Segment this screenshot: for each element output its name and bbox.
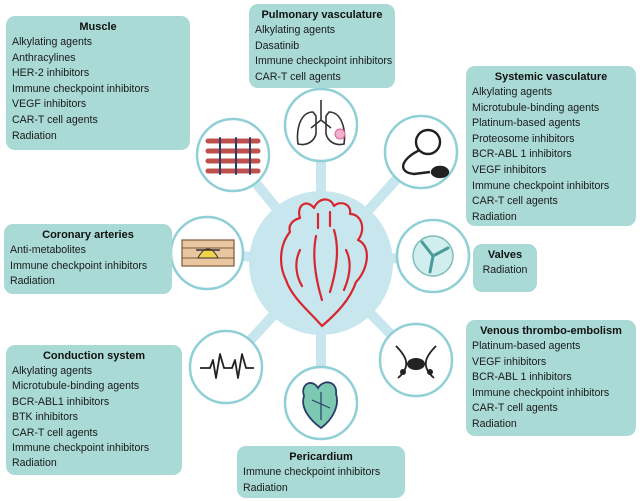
drug-item: BTK inhibitors (12, 411, 78, 424)
drug-list: Alkylating agents Dasatinib Immune check… (255, 23, 393, 85)
drug-item: Radiation (12, 129, 57, 142)
drug-item: Radiation (472, 417, 517, 430)
heart-icon (280, 198, 368, 328)
drug-item: BCR-ABL 1 inhibitors (472, 371, 572, 384)
systemic-vasculature-box: Systemic vasculature Alkylating agents M… (466, 66, 636, 226)
icon-systemic-node (383, 114, 459, 190)
muscle-fibers-icon (205, 137, 261, 175)
icon-coronary-node (169, 215, 245, 291)
drug-item: CAR-T cell agents (472, 402, 558, 415)
drug-item: Immune checkpoint inhibitors (243, 466, 381, 478)
drug-item: Platinum-based agents (472, 340, 581, 352)
drug-item: Radiation (482, 264, 528, 276)
ecg-waveform-icon (200, 353, 254, 379)
drug-item: VEGF inhibitors (12, 98, 87, 111)
category-title: Valves (487, 249, 523, 261)
drug-item: Anti-metabolites (10, 244, 86, 256)
drug-item: CAR-T cell agents (12, 113, 98, 126)
drug-item: Alkylating agents (12, 36, 93, 48)
blood-pressure-cuff-icon (402, 128, 450, 179)
drug-item: Immune checkpoint inhibitors (472, 179, 610, 192)
drug-item: VEGF inhibitors (472, 355, 547, 368)
drug-item: BCR-ABL1 inhibitors (12, 395, 110, 408)
drug-item: Alkylating agents (12, 365, 93, 377)
drug-list: Radiation (479, 263, 531, 279)
drug-item: Radiation (472, 210, 517, 223)
drug-item: Immune checkpoint inhibitors (472, 386, 610, 399)
thrombus-icon (395, 345, 437, 379)
category-title: Systemic vasculature (494, 71, 608, 83)
drug-item: VEGF inhibitors (472, 163, 547, 176)
drug-list: Anti-metabolites Immune checkpoint inhib… (10, 243, 166, 290)
drug-item: Radiation (10, 275, 55, 288)
icon-pulmonary-node (283, 87, 359, 163)
drug-item: HER-2 inhibitors (12, 67, 90, 80)
pulmonary-marker-icon (334, 128, 346, 140)
drug-item: Immune checkpoint inhibitors (12, 82, 150, 95)
drug-item: Proteosome inhibitors (472, 132, 575, 145)
venous-thromboembolism-box: Venous thrombo-embolism Platinum-based a… (466, 320, 636, 436)
category-title: Conduction system (42, 350, 146, 362)
icon-valves-node (395, 218, 471, 294)
drug-item: Microtubule-binding agents (12, 380, 140, 393)
icon-conduction-node (188, 329, 264, 405)
drug-list: Alkylating agents Anthracylines HER-2 in… (12, 35, 184, 144)
drug-list: Alkylating agents Microtubule-binding ag… (472, 85, 630, 225)
category-title: Pulmonary vasculature (261, 9, 383, 21)
category-title: Coronary arteries (42, 229, 134, 241)
category-title: Venous thrombo-embolism (480, 325, 622, 337)
drug-item: Anthracylines (12, 51, 76, 64)
drug-item: Microtubule-binding agents (472, 101, 600, 114)
drug-item: Dasatinib (255, 39, 300, 52)
drug-item: Radiation (243, 481, 288, 494)
drug-item: CAR-T cell agents (12, 426, 98, 439)
category-title: Muscle (79, 21, 117, 33)
drug-list: Alkylating agents Microtubule-binding ag… (12, 364, 176, 472)
drug-list: Immune checkpoint inhibitors Radiation (243, 465, 399, 496)
drug-list: Platinum-based agents VEGF inhibitors BC… (472, 339, 630, 433)
valve-icon (412, 235, 454, 277)
drug-item: Alkylating agents (472, 86, 553, 98)
drug-item: CAR-T cell agents (472, 195, 558, 208)
drug-item: BCR-ABL 1 inhibitors (472, 148, 572, 161)
drug-item: Alkylating agents (255, 24, 336, 36)
muscle-box: Muscle Alkylating agents Anthracylines H… (6, 16, 190, 150)
icon-pericardium-node (283, 365, 359, 441)
valves-box: Valves Radiation (473, 244, 537, 292)
pericardium-icon (302, 381, 338, 430)
center-circle (249, 191, 393, 335)
drug-item: Immune checkpoint inhibitors (12, 442, 150, 455)
conduction-system-box: Conduction system Alkylating agents Micr… (6, 345, 182, 475)
icon-vte-node (378, 322, 454, 398)
drug-item: Radiation (12, 457, 57, 470)
lungs-icon (296, 100, 346, 146)
category-title: Pericardium (289, 451, 353, 463)
icon-muscle-node (195, 117, 271, 193)
drug-item: Immune checkpoint inhibitors (10, 259, 148, 272)
artery-plaque-icon (181, 239, 235, 267)
coronary-arteries-box: Coronary arteries Anti-metabolites Immun… (4, 224, 172, 294)
pulmonary-vasculature-box: Pulmonary vasculature Alkylating agents … (249, 4, 395, 88)
drug-item: CAR-T cell agents (255, 70, 341, 83)
pericardium-box: Pericardium Immune checkpoint inhibitors… (237, 446, 405, 498)
drug-item: Platinum-based agents (472, 117, 581, 130)
drug-item: Immune checkpoint inhibitors (255, 55, 393, 68)
